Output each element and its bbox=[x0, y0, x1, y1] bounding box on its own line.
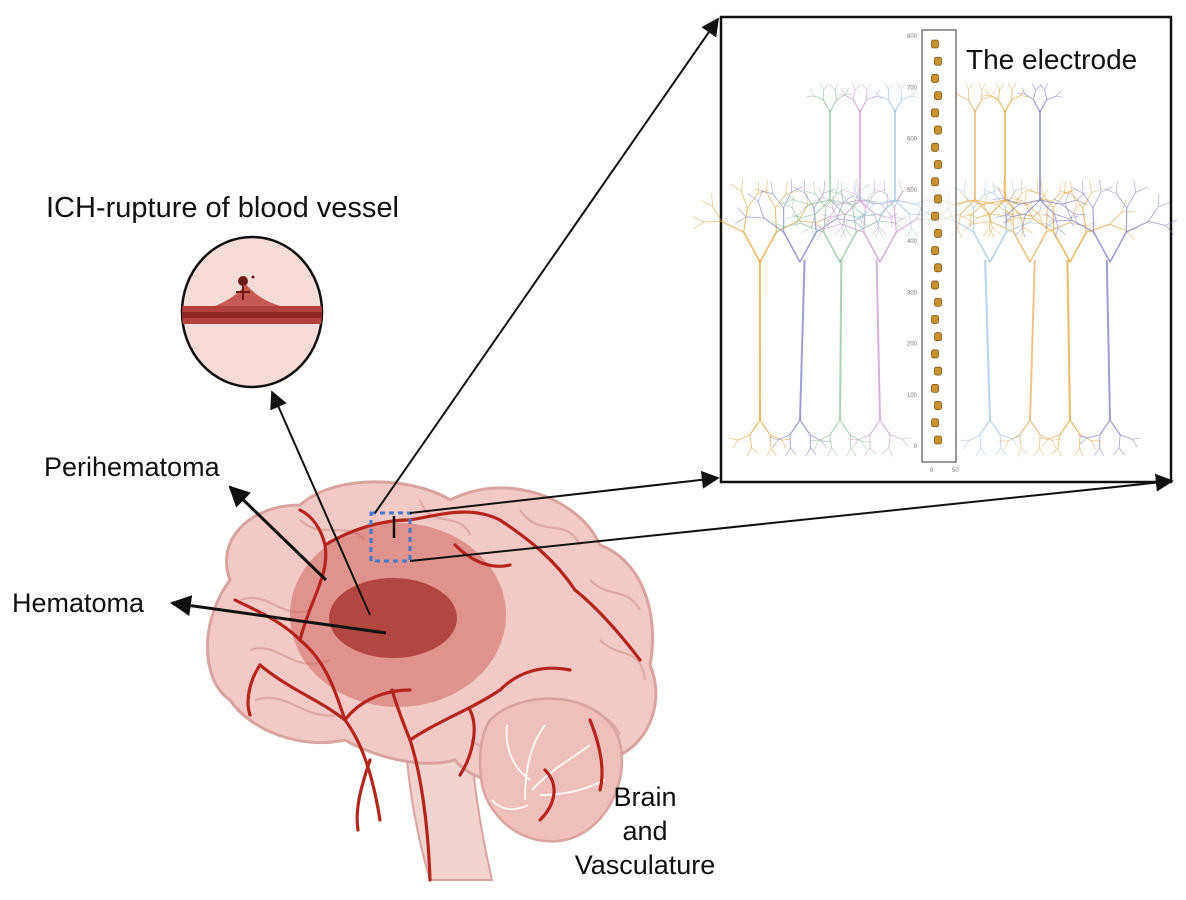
arrow-hematoma bbox=[169, 595, 387, 635]
electrode-shank bbox=[921, 29, 957, 463]
width-tick-label: 50 bbox=[952, 468, 959, 474]
electrode-site bbox=[934, 125, 942, 135]
neuron-upper bbox=[782, 83, 879, 238]
neuron-layer bbox=[692, 82, 1178, 457]
electrode-site bbox=[931, 39, 939, 49]
cerebellum bbox=[478, 697, 624, 843]
neuron-deep bbox=[963, 179, 1099, 457]
depth-tick-label: 800 bbox=[907, 34, 918, 40]
vessel-rupture-inset bbox=[180, 235, 324, 389]
hematoma-core bbox=[329, 578, 457, 658]
electrode-site bbox=[934, 401, 942, 410]
electrode-site bbox=[934, 160, 942, 169]
depth-tick-label: 300 bbox=[907, 290, 918, 296]
electrode-site bbox=[934, 332, 942, 342]
electrode-site bbox=[931, 349, 939, 359]
label-arrows bbox=[169, 485, 387, 635]
electrode-site bbox=[931, 142, 939, 152]
cerebellum-arbor bbox=[491, 724, 606, 811]
electrode-site bbox=[934, 228, 942, 238]
electrode-site bbox=[931, 211, 939, 221]
arrow-to-electrode-top bbox=[374, 17, 720, 514]
electrode-site bbox=[934, 366, 942, 376]
depth-tick-label: 0 bbox=[914, 444, 918, 450]
neuron-upper bbox=[992, 83, 1088, 238]
electrode-site bbox=[931, 246, 939, 256]
brain-illustration bbox=[206, 480, 658, 882]
electrode-site bbox=[931, 280, 939, 290]
electrode-site bbox=[934, 91, 942, 101]
electrode-site bbox=[931, 177, 939, 187]
electrode-site bbox=[934, 297, 942, 307]
electrode-label: The electrode bbox=[966, 44, 1138, 75]
electrode-site bbox=[931, 418, 939, 428]
electrode-site bbox=[931, 383, 939, 393]
neuron-upper bbox=[957, 83, 1053, 238]
electrode-site bbox=[934, 194, 942, 204]
electrode-inset: 800 700 600 500 400 300 200 100 0 0 50 bbox=[692, 15, 1178, 484]
arrow-to-electrode-mid bbox=[409, 470, 720, 514]
brain-label-line-1: Brain bbox=[613, 782, 677, 812]
depth-tick-label: 500 bbox=[907, 188, 918, 194]
electrode-location-box bbox=[369, 511, 412, 563]
connector-arrows bbox=[270, 17, 1174, 616]
perihematoma-label: Perihematoma bbox=[44, 452, 220, 482]
brain-vasculature-label: Brain and Vasculature bbox=[560, 780, 730, 882]
arrow-to-rupture-inset bbox=[270, 390, 371, 616]
depth-tick-label: 400 bbox=[907, 239, 918, 245]
depth-tick-label: 600 bbox=[907, 137, 918, 143]
electrode-site bbox=[934, 263, 942, 273]
width-tick-label: 0 bbox=[930, 468, 934, 474]
brain-label-line-3: Vasculature bbox=[574, 850, 716, 880]
hematoma-label: Hematoma bbox=[12, 588, 145, 618]
neuron-deep bbox=[1044, 179, 1178, 457]
brain-vasculature bbox=[233, 508, 642, 882]
depth-tick-label: 100 bbox=[907, 393, 918, 399]
electrode-site bbox=[931, 74, 939, 83]
ich-rupture-title: ICH-rupture of blood vessel bbox=[46, 192, 399, 224]
depth-tick-label: 700 bbox=[907, 85, 918, 91]
neuron-deep bbox=[772, 178, 907, 457]
electrode-sites bbox=[931, 39, 942, 445]
electrode-site bbox=[931, 315, 939, 324]
electrode-site bbox=[934, 435, 942, 445]
brain-label-line-2: and bbox=[622, 816, 668, 846]
electrode-depth-scale: 800 700 600 500 400 300 200 100 0 0 50 bbox=[907, 34, 959, 474]
depth-tick-label: 200 bbox=[907, 342, 918, 348]
electrode-site bbox=[931, 108, 939, 118]
arrow-to-electrode-bottom bbox=[409, 473, 1174, 562]
electrode-site bbox=[934, 56, 942, 66]
neuron-deep bbox=[1003, 180, 1139, 457]
neuron-deep bbox=[735, 179, 866, 456]
arrow-perihematoma bbox=[228, 485, 328, 582]
rupture-blood-drop-icon bbox=[236, 275, 255, 300]
